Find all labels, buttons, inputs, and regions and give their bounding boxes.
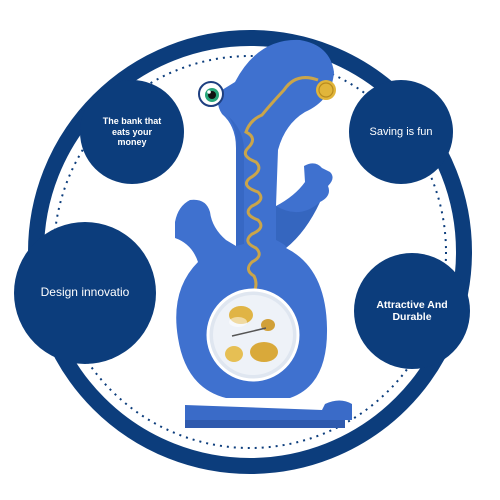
feature-bubble-durable: Attractive And Durable (354, 253, 470, 369)
dotted-ring (53, 55, 447, 449)
feature-text-design: Design innovatio (40, 285, 130, 300)
gold-coin-icon (316, 80, 336, 100)
feature-text-bank: The bank that eats your money (102, 116, 162, 148)
coin-globe (206, 288, 300, 382)
feature-bubble-saving: Saving is fun (349, 80, 453, 184)
feature-text-saving: Saving is fun (369, 125, 433, 138)
feature-text-durable: Attractive And Durable (376, 298, 448, 323)
coin-track (243, 76, 319, 300)
feature-bubble-bank: The bank that eats your money (80, 80, 184, 184)
cartoon-eye-icon (198, 81, 224, 107)
feature-bubble-design: Design innovatio (14, 222, 156, 364)
